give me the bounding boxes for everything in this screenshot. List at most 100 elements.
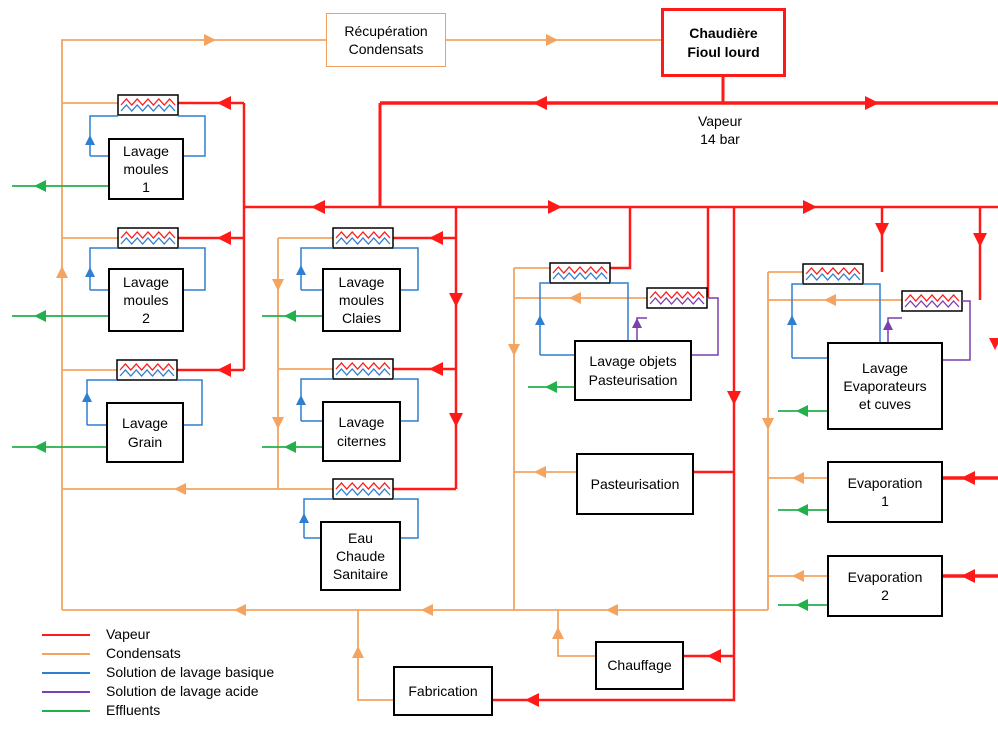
flow-line: [863, 283, 881, 342]
flow-arrow: [234, 604, 246, 616]
flow-arrow: [552, 627, 564, 639]
flow-arrow: [569, 292, 581, 304]
flow-arrow: [796, 504, 808, 516]
heat-exchanger-coil: [335, 482, 391, 490]
heat-exchanger-coil: [335, 237, 391, 245]
unit-lavage-moules-claies: Lavage moules Claies: [322, 268, 401, 332]
legend-swatch: [42, 691, 90, 693]
legend-swatch: [42, 710, 90, 712]
flow-arrow: [56, 266, 68, 278]
flow-arrow: [632, 318, 642, 328]
heat-exchanger-coil: [805, 267, 861, 275]
flow-arrow: [525, 693, 539, 707]
flow-arrow: [174, 483, 186, 495]
flow-arrow: [792, 570, 804, 582]
flow-line: [178, 115, 206, 157]
flow-line: [943, 300, 971, 361]
heat-exchanger-coil: [335, 362, 391, 370]
heat-exchanger-coil: [904, 294, 960, 302]
flow-arrow: [875, 223, 889, 237]
legend-swatch: [42, 672, 90, 674]
flow-line: [300, 378, 333, 421]
flow-arrow: [973, 233, 987, 247]
unit-lavage-citernes: Lavage citernes: [322, 401, 401, 462]
flow-arrow: [803, 200, 817, 214]
flow-arrow: [545, 381, 557, 393]
unit-fabrication: Fabrication: [393, 666, 493, 716]
flow-line: [178, 247, 206, 291]
flow-arrow: [534, 466, 546, 478]
legend-swatch: [42, 634, 90, 636]
legend-label: Solution de lavage basique: [106, 664, 275, 680]
flow-arrow: [311, 200, 325, 214]
flow-arrow: [533, 96, 547, 110]
flow-arrow: [85, 267, 95, 277]
flow-line: [610, 282, 629, 340]
heat-exchanger-coil: [649, 297, 705, 305]
flow-line: [610, 207, 632, 270]
flow-arrow: [272, 417, 284, 429]
flow-arrow: [299, 513, 309, 523]
flow-line: [300, 247, 333, 290]
flow-arrow: [34, 441, 46, 453]
heat-exchanger-coil: [119, 363, 175, 371]
unit-lavage-moules-1: Lavage moules 1: [108, 138, 184, 200]
flow-line: [393, 378, 419, 422]
heat-exchanger-coil: [120, 231, 176, 239]
flow-arrow: [535, 315, 545, 325]
condensate-return-line: [61, 39, 326, 610]
flow-arrow: [796, 405, 808, 417]
flow-arrow: [284, 441, 296, 453]
flow-arrow: [352, 646, 364, 658]
heat-exchanger-coil: [335, 368, 391, 376]
legend-label: Condensats: [106, 645, 181, 661]
unit-pasteurisation: Pasteurisation: [576, 453, 694, 515]
flow-arrow: [217, 231, 231, 245]
flow-arrow: [296, 265, 306, 275]
heat-exchanger-coil: [120, 98, 176, 106]
heat-exchanger-coil: [552, 272, 608, 280]
unit-evaporation-1: Evaporation 1: [827, 461, 943, 523]
flow-arrow: [272, 279, 284, 291]
heat-exchanger-coil: [904, 300, 960, 308]
legend-label: Vapeur: [106, 626, 151, 642]
legend-swatch: [42, 653, 90, 655]
flow-arrow: [204, 34, 216, 46]
unit-lavage-moules-2: Lavage moules 2: [108, 268, 184, 332]
flow-line: [539, 282, 550, 355]
unit-lavage-grain: Lavage Grain: [106, 402, 184, 463]
flow-line: [303, 498, 333, 538]
unit-evaporation-2: Evaporation 2: [827, 555, 943, 617]
flow-arrow: [865, 96, 879, 110]
boiler-box: Chaudière Fioul lourd: [661, 8, 786, 77]
flow-line: [791, 283, 803, 358]
flow-line: [393, 247, 419, 291]
legend-label: Effluents: [106, 702, 161, 718]
steam-pressure-label: Vapeur 14 bar: [697, 113, 743, 148]
condensate-recovery-box: Récupération Condensats: [326, 13, 446, 67]
flow-line: [177, 379, 203, 426]
flow-arrow: [296, 395, 306, 405]
flow-arrow: [707, 649, 721, 663]
flow-arrow: [85, 135, 95, 145]
unit-chauffage: Chauffage: [595, 641, 684, 690]
flow-line: [493, 207, 736, 702]
flow-arrow: [606, 604, 618, 616]
heat-exchanger-coil: [649, 291, 705, 299]
heat-exchanger-coil: [120, 104, 176, 112]
flow-line: [357, 610, 393, 701]
heat-exchanger-coil: [805, 273, 861, 281]
flow-arrow: [787, 315, 797, 325]
flow-arrow: [762, 418, 774, 430]
flow-arrow: [217, 96, 231, 110]
flow-line: [393, 498, 419, 539]
flow-line: [887, 317, 902, 342]
flow-arrow: [34, 310, 46, 322]
heat-exchanger-coil: [120, 237, 176, 245]
flow-arrow: [883, 320, 893, 330]
flow-arrow: [508, 344, 520, 356]
unit-lavage-objets-pasteurisation: Lavage objets Pasteurisation: [574, 340, 692, 401]
flow-arrow: [961, 569, 975, 583]
